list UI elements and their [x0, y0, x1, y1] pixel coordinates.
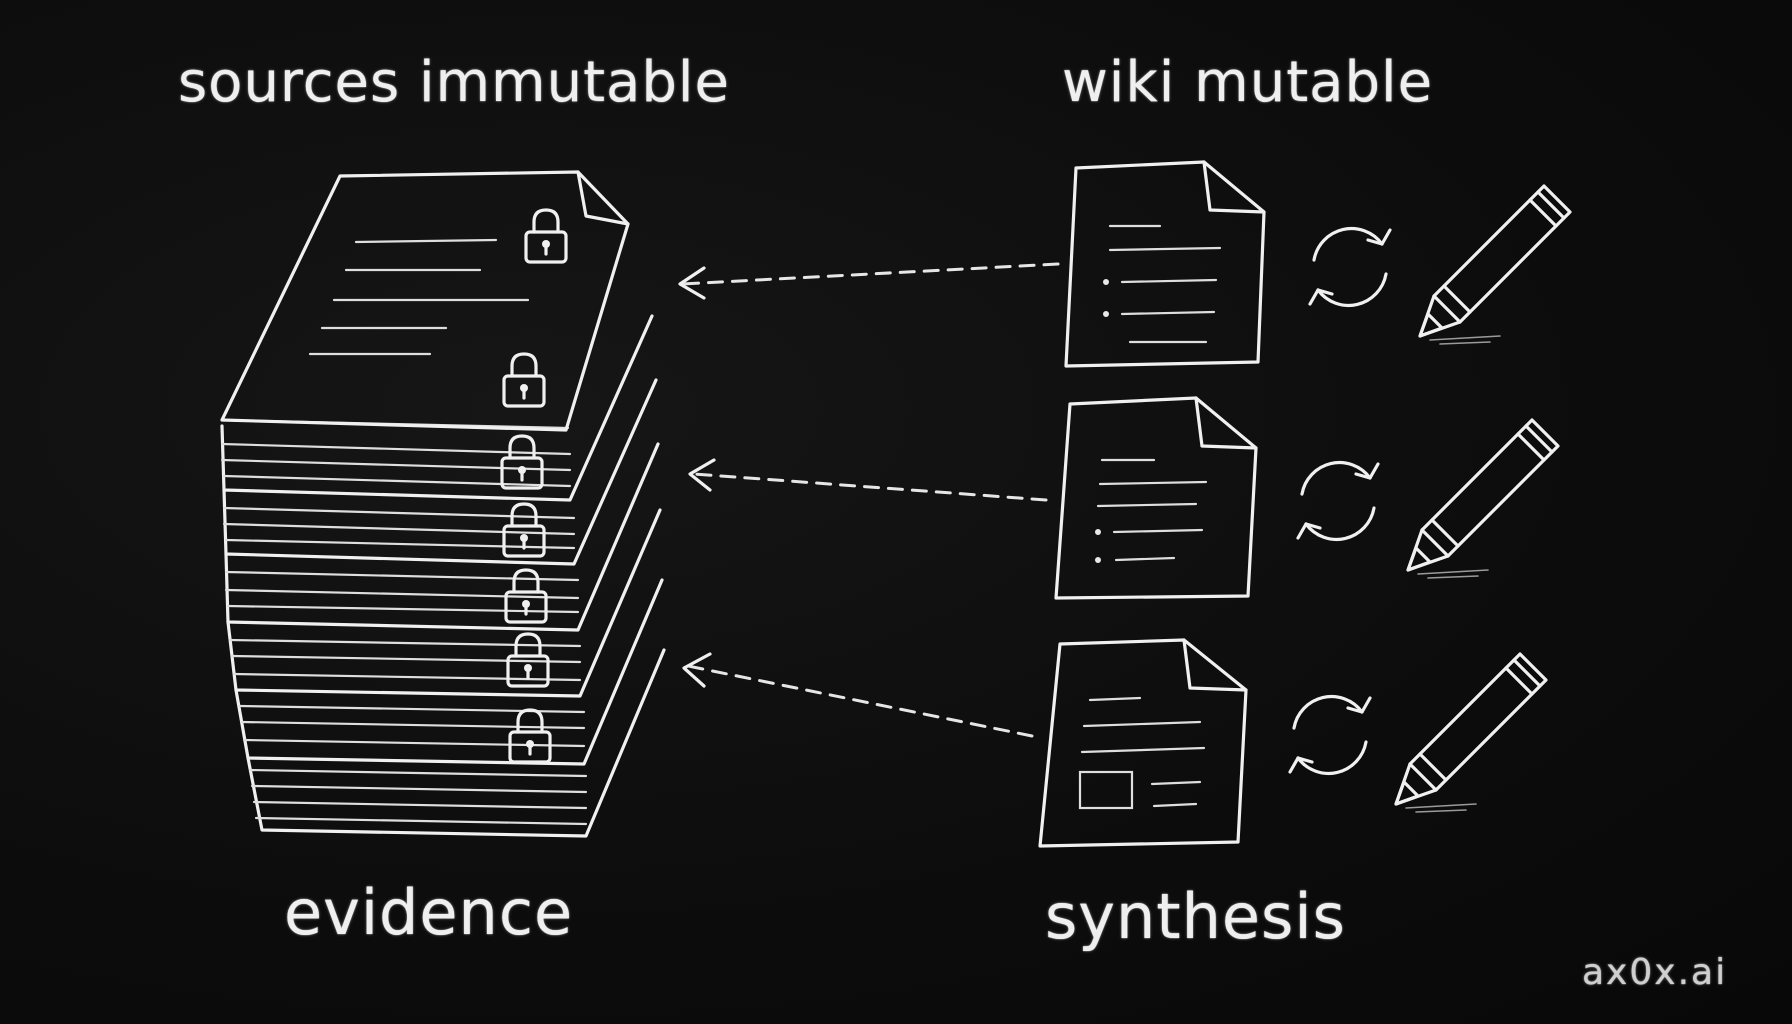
refresh-icon: [1308, 226, 1392, 308]
refresh-icon: [1288, 694, 1372, 776]
pencil-icon: [1394, 652, 1548, 814]
pencil-icon: [1418, 184, 1572, 346]
sources-immutable-heading: sources immutable: [178, 50, 730, 115]
arrow-top: [680, 262, 1060, 286]
lock-icon: [500, 434, 544, 490]
arrow-middle: [692, 472, 1048, 502]
watermark-text: ax0x.ai: [1582, 952, 1728, 993]
sources-stack: [220, 170, 666, 838]
stack-top-page: [220, 170, 630, 432]
arrow-bottom: [686, 664, 1034, 738]
stack-layers: [220, 314, 666, 838]
lock-icon: [502, 352, 546, 408]
wiki-document-1: [1064, 160, 1266, 368]
lock-icon: [508, 708, 552, 764]
pencil-icon: [1406, 418, 1560, 580]
wiki-mutable-heading: wiki mutable: [1062, 50, 1434, 115]
synthesis-caption: synthesis: [1045, 880, 1346, 953]
wiki-document-2: [1054, 396, 1258, 600]
lock-icon: [524, 208, 568, 264]
evidence-caption: evidence: [284, 876, 574, 949]
wiki-document-3: [1038, 638, 1248, 848]
refresh-icon: [1296, 460, 1380, 542]
reference-arrows: [678, 262, 1060, 738]
